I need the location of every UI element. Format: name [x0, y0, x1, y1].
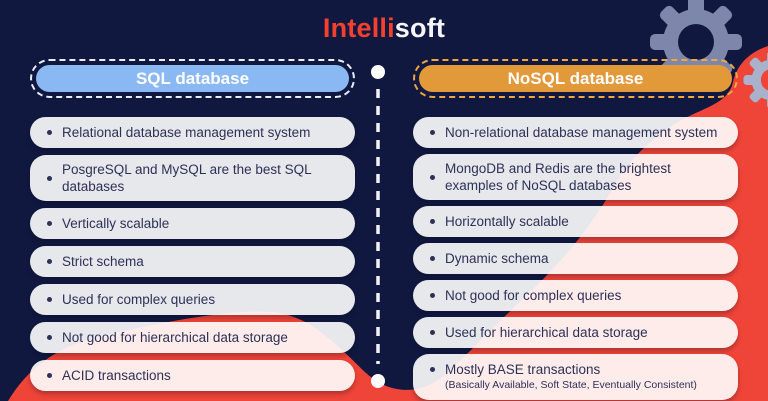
red-wave-shape	[8, 46, 768, 401]
brand-logo-part1: Intelli	[322, 13, 395, 43]
list-item-main-text: Mostly BASE transactions	[445, 362, 601, 377]
list-item: Used for complex queries	[30, 284, 355, 315]
bullet-icon	[47, 221, 52, 226]
bullet-icon	[430, 367, 435, 372]
bullet-icon	[430, 330, 435, 335]
bullet-icon	[430, 174, 435, 180]
bullet-icon	[47, 335, 52, 340]
list-item: Vertically scalable	[30, 208, 355, 239]
list-item: Mostly BASE transactions (Basically Avai…	[413, 354, 738, 400]
bullet-icon	[47, 130, 52, 135]
list-item: Non-relational database management syste…	[413, 117, 738, 148]
list-item: Used for hierarchical data storage	[413, 317, 738, 348]
bullet-icon	[430, 130, 435, 135]
brand-logo: Intellisoft	[0, 13, 768, 44]
sql-header: SQL database	[30, 59, 355, 98]
nosql-header-label: NoSQL database	[419, 65, 732, 92]
sql-header-label: SQL database	[36, 65, 349, 92]
list-item: Not good for complex queries	[413, 280, 738, 311]
list-item: MongoDB and Redis are the brightest exam…	[413, 154, 738, 200]
list-item: Relational database management system	[30, 117, 355, 148]
bullet-icon	[47, 175, 52, 181]
bullet-icon	[47, 259, 52, 264]
list-item: ACID transactions	[30, 360, 355, 391]
list-item-note: (Basically Available, Soft State, Eventu…	[445, 379, 697, 392]
nosql-list: Non-relational database management syste…	[413, 117, 738, 401]
list-item: Strict schema	[30, 246, 355, 277]
list-item: Horizontally scalable	[413, 206, 738, 237]
list-item: PosgreSQL and MySQL are the best SQL dat…	[30, 155, 355, 201]
gear-icon	[743, 52, 768, 108]
bullet-icon	[430, 293, 435, 298]
dotted-divider	[371, 65, 385, 388]
nosql-header: NoSQL database	[413, 59, 738, 98]
bullet-icon	[47, 373, 52, 378]
sql-list: Relational database management system Po…	[30, 117, 355, 398]
bullet-icon	[430, 256, 435, 261]
bullet-icon	[47, 297, 52, 302]
list-item: Not good for hierarchical data storage	[30, 322, 355, 353]
bullet-icon	[430, 219, 435, 224]
list-item: Dynamic schema	[413, 243, 738, 274]
brand-logo-part2: soft	[394, 13, 446, 43]
